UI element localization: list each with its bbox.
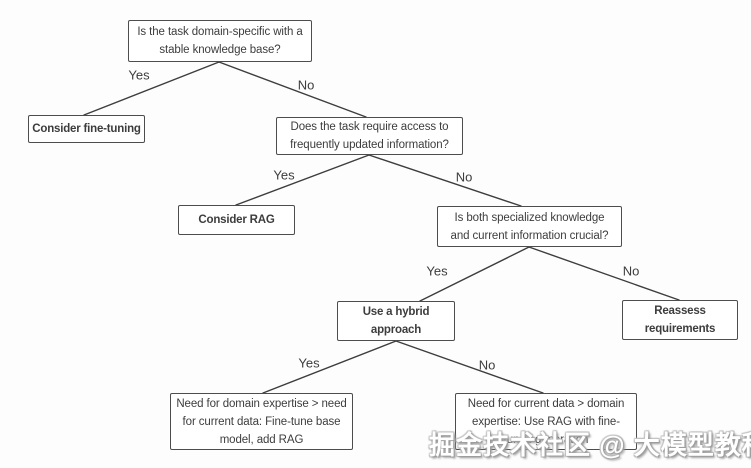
decision-node-updated-information: Does the task require access to frequent… [276,117,463,155]
edge-label-yes: Yes [128,67,150,83]
edge-a3-l1 [262,340,397,394]
edge-label-no: No [297,77,315,93]
action-node-reassess-requirements: Reassess requirements [622,300,738,340]
edge-a3-l2 [395,340,544,394]
edge-q2-a2 [235,154,370,206]
edge-label-yes: Yes [273,167,295,183]
decision-node-domain-specific: Is the task domain-specific with a stabl… [128,20,312,62]
outcome-node-rag-with-fine-tuned: Need for current data > domain expertise… [455,393,637,450]
site-watermark: 掘金技术社区 @ 大模型教程 [429,430,751,460]
edge-label-no: No [622,263,640,279]
edge-q3-a3 [419,246,530,302]
decision-node-both-crucial: Is both specialized knowledge and curren… [437,206,622,247]
outcome-node-fine-tune-add-rag: Need for domain expertise > need for cur… [170,393,353,450]
edge-label-no: No [478,357,496,373]
edge-label-yes: Yes [298,355,320,371]
action-node-hybrid-approach: Use a hybrid approach [337,301,455,341]
edge-q1-a1 [83,61,220,116]
edge-q2-q3 [368,154,522,207]
edge-q3-a4 [528,246,680,301]
action-node-consider-rag: Consider RAG [178,205,295,235]
action-node-consider-fine-tuning: Consider fine-tuning [28,115,145,143]
edge-label-yes: Yes [426,263,448,279]
edge-label-no: No [455,169,473,185]
edge-q1-q2 [218,61,367,118]
